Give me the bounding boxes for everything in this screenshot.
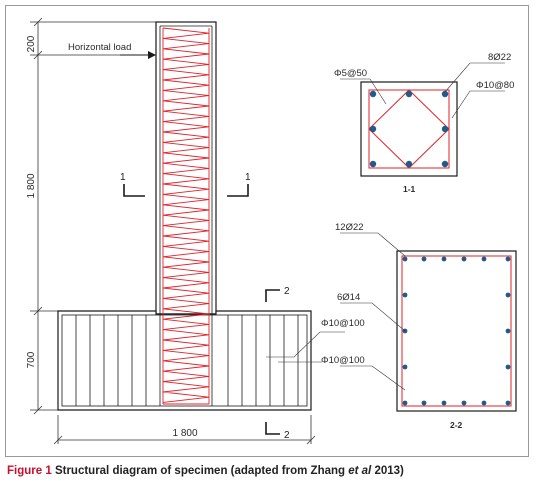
specimen-elevation (57, 21, 312, 411)
section-mark-2-bottom: 2 (284, 430, 290, 441)
dim-width-label: 1 800 (172, 428, 197, 439)
caption-text: Structural diagram of specimen (adapted … (54, 465, 349, 477)
rebar-dot (402, 364, 408, 370)
s1-title: 1-1 (403, 184, 416, 194)
rebar-dot (402, 400, 408, 406)
horizontal-load-arrow (120, 51, 156, 59)
s1-stirrup-label: Φ5@50 (334, 68, 367, 79)
section-cut-2 (265, 289, 280, 435)
s2-stirrup (401, 255, 512, 407)
rebar-dot (505, 328, 511, 334)
rebar-dot (505, 400, 511, 406)
s2-leaders (340, 232, 406, 391)
base-leaders (266, 331, 345, 363)
rebar-dot (505, 292, 511, 298)
section-mark-1-left: 1 (120, 172, 126, 183)
dimension-vertical (30, 17, 156, 415)
section-cut-1 (123, 184, 249, 197)
rebar-dot (402, 256, 408, 262)
rebar-dot (505, 364, 511, 370)
rebar-dot (481, 256, 487, 262)
base-stirrup-label-a: Φ10@100 (321, 318, 365, 329)
caption-year: 2013) (371, 465, 404, 477)
rebar-dot (461, 256, 467, 262)
s1-diamond-stirrup (368, 89, 450, 169)
base-outline (57, 310, 312, 411)
caption-etal: et al (348, 465, 372, 477)
s2-side-bars-label: 6Ø14 (337, 292, 360, 303)
section-2-2 (340, 232, 517, 412)
dimension-horizontal (53, 415, 316, 445)
rebar-dot (461, 400, 467, 406)
rebar-dot (421, 256, 427, 262)
rebar-dot (421, 400, 427, 406)
figure-caption: Figure 1 Structural diagram of specimen … (7, 465, 532, 477)
s2-main-bars (402, 256, 511, 406)
s1-main-bars-label: 8Ø22 (488, 52, 511, 63)
s1-main-bars (369, 90, 449, 168)
caption-figure-label: Figure 1 (7, 465, 52, 477)
s2-outline (396, 250, 517, 412)
rebar-dot (481, 400, 487, 406)
dim-column-label: 1 800 (26, 173, 37, 198)
section-mark-2-top: 2 (284, 286, 290, 297)
base-inner-line (61, 314, 308, 407)
section-mark-1-right: 1 (245, 172, 251, 183)
structural-diagram: 200 1 800 700 1 800 Horizontal loa (26, 17, 517, 445)
s2-title: 2-2 (450, 420, 463, 430)
base-stirrups (75, 315, 299, 406)
rebar-dot (441, 400, 447, 406)
section-1-1 (340, 62, 505, 177)
rebar-dot (402, 292, 408, 298)
s2-stirrup-label: Φ10@100 (321, 355, 365, 366)
s2-main-bars-label: 12Ø22 (335, 222, 364, 233)
dim-top-label: 200 (26, 35, 37, 52)
rebar-dot (505, 256, 511, 262)
horizontal-load-label: Horizontal load (68, 42, 131, 53)
rebar-dot (441, 256, 447, 262)
s1-hoop-label: Φ10@80 (476, 80, 514, 91)
s1-leaders (340, 62, 505, 119)
s1-outline (360, 81, 458, 177)
dim-base-label: 700 (26, 351, 37, 368)
